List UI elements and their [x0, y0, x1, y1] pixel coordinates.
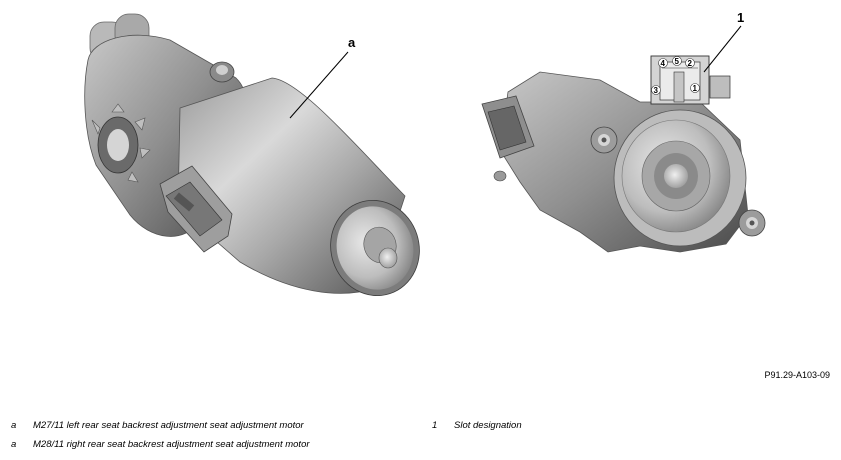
legend-item: a M28/11 right rear seat backrest adjustm…: [11, 438, 310, 457]
figure-reference-code: P91.29-A103-09: [764, 370, 830, 380]
legend-text: Slot designation: [454, 420, 522, 431]
pin-4-label: 4: [661, 59, 666, 68]
callout-a-label: a: [348, 35, 356, 50]
legend-left: a M27/11 left rear seat backrest adjustme…: [11, 419, 310, 457]
callout-1-label: 1: [737, 10, 744, 25]
pin-5-label: 5: [675, 57, 680, 66]
legend-key: 1: [432, 420, 438, 431]
pin-2-label: 2: [688, 59, 693, 68]
left-motor: a: [84, 13, 420, 297]
pin-1-label: 1: [693, 84, 698, 93]
legend-right: 1 Slot designation: [432, 419, 522, 438]
pin-3-label: 3: [654, 86, 659, 95]
legend-text: M28/11 right rear seat backrest adjustme…: [33, 439, 310, 450]
motor-illustration: a 4: [84, 10, 766, 297]
legend-item: 1 Slot designation: [432, 419, 522, 438]
right-motor: 4 5 2 3 1 1: [481, 10, 766, 253]
legend-item: a M27/11 left rear seat backrest adjustme…: [11, 419, 310, 438]
pin-labels: 4 5 2 3 1: [651, 56, 700, 95]
legend-text: M27/11 left rear seat backrest adjustmen…: [33, 420, 304, 431]
legend-key: a: [11, 439, 17, 450]
legend-key: a: [11, 420, 17, 431]
